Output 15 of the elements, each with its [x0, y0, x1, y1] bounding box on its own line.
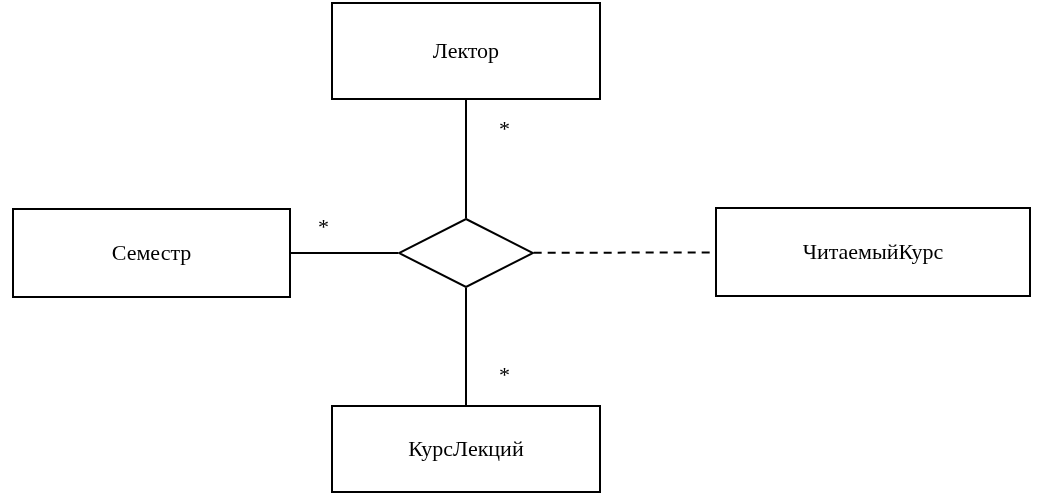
class-name: КурсЛекций: [408, 436, 524, 462]
class-box: [12, 208, 291, 298]
class-box: [715, 207, 1031, 297]
multiplicity-label: *: [318, 216, 329, 238]
connector-line: [465, 287, 467, 406]
class-name: Лектор: [432, 38, 500, 64]
class-box: [331, 2, 601, 100]
association-diamond: [398, 218, 534, 288]
multiplicity-label: *: [499, 364, 510, 386]
connector-line: [290, 252, 399, 254]
connector-line: [465, 99, 467, 219]
class-name: ЧитаемыйКурс: [802, 239, 944, 265]
class-box: [331, 405, 601, 493]
multiplicity-label: *: [499, 118, 510, 140]
class-name: Семестр: [111, 240, 192, 266]
